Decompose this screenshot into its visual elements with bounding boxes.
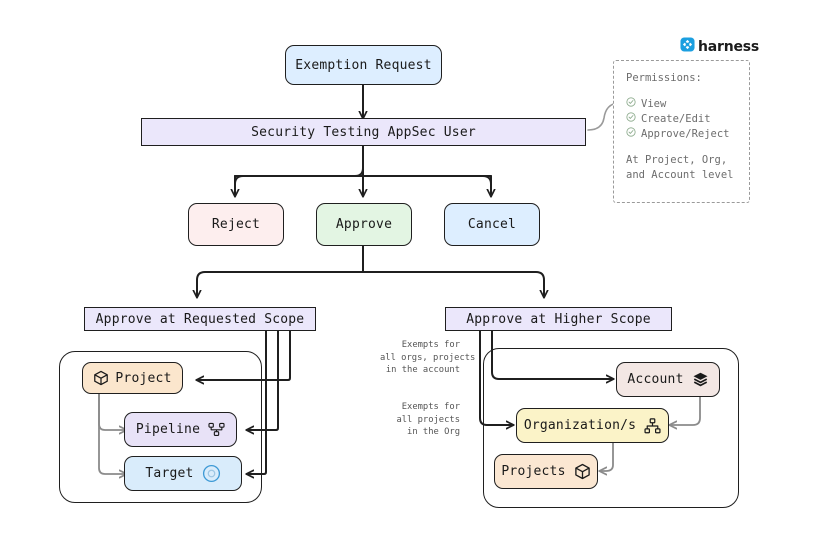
- target-node[interactable]: Target: [124, 456, 242, 491]
- check-circle-icon: [626, 112, 636, 127]
- higher-scope-header-label: Approve at Higher Scope: [466, 311, 651, 327]
- cube-icon: [93, 370, 109, 386]
- requested-scope-header-label: Approve at Requested Scope: [95, 311, 305, 327]
- check-circle-icon: [626, 127, 636, 142]
- hierarchy-icon: [644, 417, 661, 434]
- cube-icon: [574, 463, 591, 480]
- target-label: Target: [145, 466, 194, 481]
- check-circle-icon: [626, 97, 636, 112]
- project-label: Project: [115, 370, 172, 386]
- organizations-label: Organization/s: [523, 418, 637, 433]
- permissions-title: Permissions:: [626, 72, 702, 84]
- organizations-node[interactable]: Organization/s: [516, 408, 669, 443]
- permission-item-view: View: [626, 97, 739, 112]
- requested-scope-header[interactable]: Approve at Requested Scope: [84, 307, 316, 331]
- projects-node[interactable]: Projects: [494, 454, 598, 489]
- exemption-request-label: Exemption Request: [295, 57, 432, 73]
- harness-logo-icon: [680, 37, 695, 56]
- permission-item-approve-reject: Approve/Reject: [626, 127, 739, 142]
- pipeline-label: Pipeline: [135, 422, 201, 437]
- account-node[interactable]: Account: [616, 362, 720, 397]
- permission-label: Approve/Reject: [641, 128, 730, 140]
- approve-button[interactable]: Approve: [316, 203, 412, 246]
- exemption-request-node[interactable]: Exemption Request: [285, 45, 442, 85]
- approve-label: Approve: [335, 217, 393, 232]
- note-org-exempt: Exempts for all projects in the Org: [396, 402, 460, 437]
- pipeline-icon: [208, 422, 225, 437]
- project-node[interactable]: Project: [82, 362, 183, 394]
- permission-label: View: [641, 98, 667, 110]
- target-ring-icon: [202, 464, 221, 483]
- account-label: Account: [627, 372, 684, 387]
- reject-button[interactable]: Reject: [188, 203, 284, 246]
- actor-node[interactable]: Security Testing AppSec User: [141, 118, 586, 146]
- pipeline-node[interactable]: Pipeline: [124, 412, 237, 447]
- higher-scope-group: [483, 348, 739, 508]
- note-account-exempt: Exempts for all orgs, projects in the ac…: [380, 340, 476, 375]
- permissions-card: Permissions: View Create/Edit Approve/Re…: [613, 60, 750, 203]
- permission-label: Create/Edit: [641, 113, 711, 125]
- cancel-button[interactable]: Cancel: [444, 203, 540, 246]
- requested-scope-group: [59, 351, 262, 503]
- permission-item-create-edit: Create/Edit: [626, 112, 739, 127]
- actor-label: Security Testing AppSec User: [251, 124, 476, 140]
- projects-label: Projects: [501, 464, 566, 479]
- reject-label: Reject: [211, 217, 261, 232]
- permissions-footer: At Project, Org, and Account level: [626, 154, 734, 181]
- brand-logo: harness: [680, 37, 759, 56]
- brand-name: harness: [698, 38, 760, 55]
- layers-icon: [692, 371, 709, 388]
- higher-scope-header[interactable]: Approve at Higher Scope: [445, 307, 672, 331]
- cancel-label: Cancel: [467, 217, 517, 232]
